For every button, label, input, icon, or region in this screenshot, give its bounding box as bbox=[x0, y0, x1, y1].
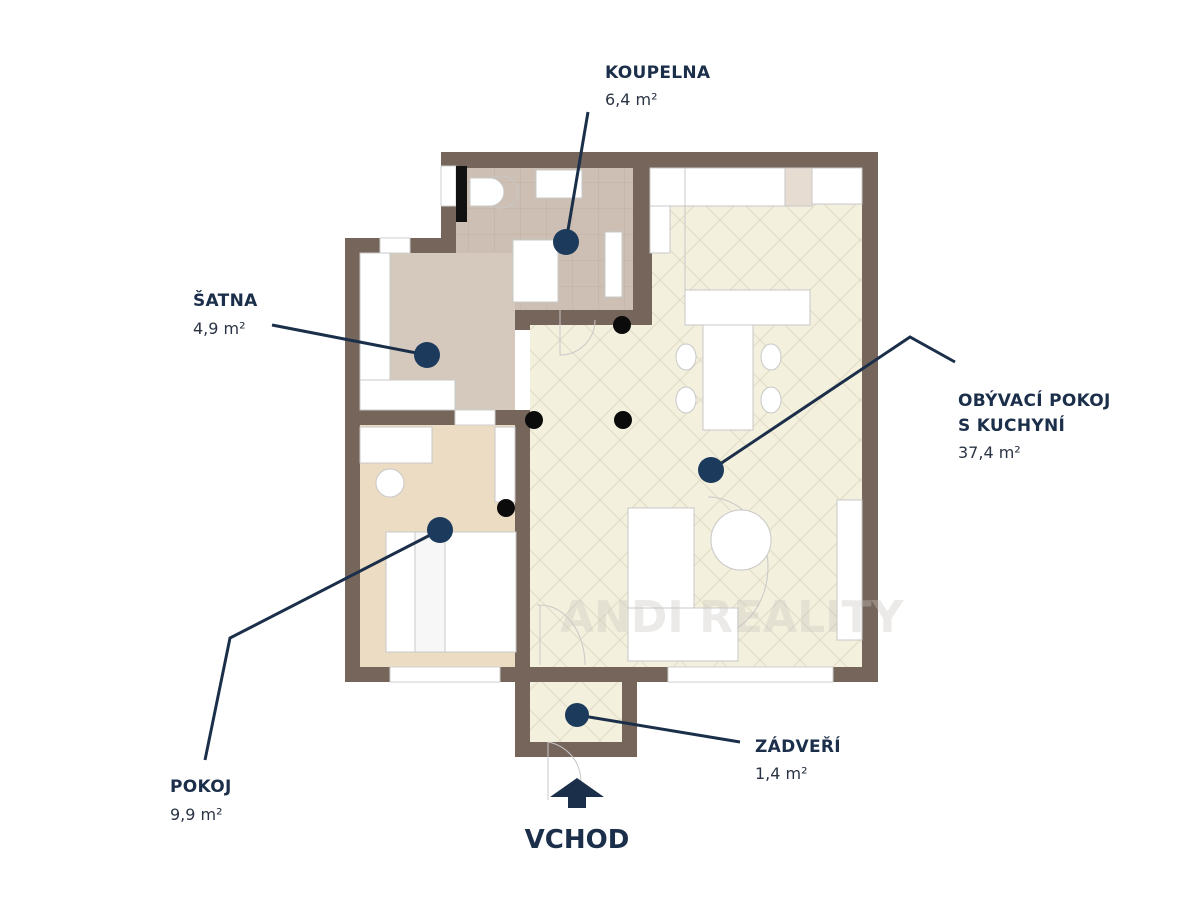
area-pokoj: 9,9 m² bbox=[170, 805, 223, 824]
label-satna: ŠATNA bbox=[193, 289, 258, 311]
label-obyvaci-line1: OBÝVACÍ POKOJ bbox=[958, 389, 1111, 411]
marker-satna[interactable] bbox=[414, 342, 440, 368]
bathroom-radiator bbox=[456, 166, 467, 222]
marker-obyvaci-pokoj[interactable] bbox=[698, 457, 724, 483]
leader-lines bbox=[203, 111, 956, 761]
entrance-label: VCHOD bbox=[525, 825, 630, 855]
watermark: ANDI REALITY bbox=[560, 592, 905, 643]
area-zadveri: 1,4 m² bbox=[755, 764, 808, 783]
marker-zadveri[interactable] bbox=[565, 703, 589, 727]
column-dots bbox=[497, 316, 632, 517]
area-satna: 4,9 m² bbox=[193, 319, 246, 338]
furniture bbox=[359, 167, 863, 800]
marker-koupelna[interactable] bbox=[553, 229, 579, 255]
entrance-arrow-icon bbox=[550, 778, 604, 808]
label-koupelna: KOUPELNA bbox=[605, 63, 711, 83]
label-obyvaci-line2: S KUCHYNÍ bbox=[958, 414, 1065, 436]
area-koupelna: 6,4 m² bbox=[605, 90, 658, 109]
area-obyvaci: 37,4 m² bbox=[958, 443, 1021, 462]
windows bbox=[379, 165, 834, 683]
marker-pokoj[interactable] bbox=[427, 517, 453, 543]
label-pokoj: POKOJ bbox=[170, 777, 232, 797]
label-zadveri: ZÁDVEŘÍ bbox=[755, 735, 841, 757]
